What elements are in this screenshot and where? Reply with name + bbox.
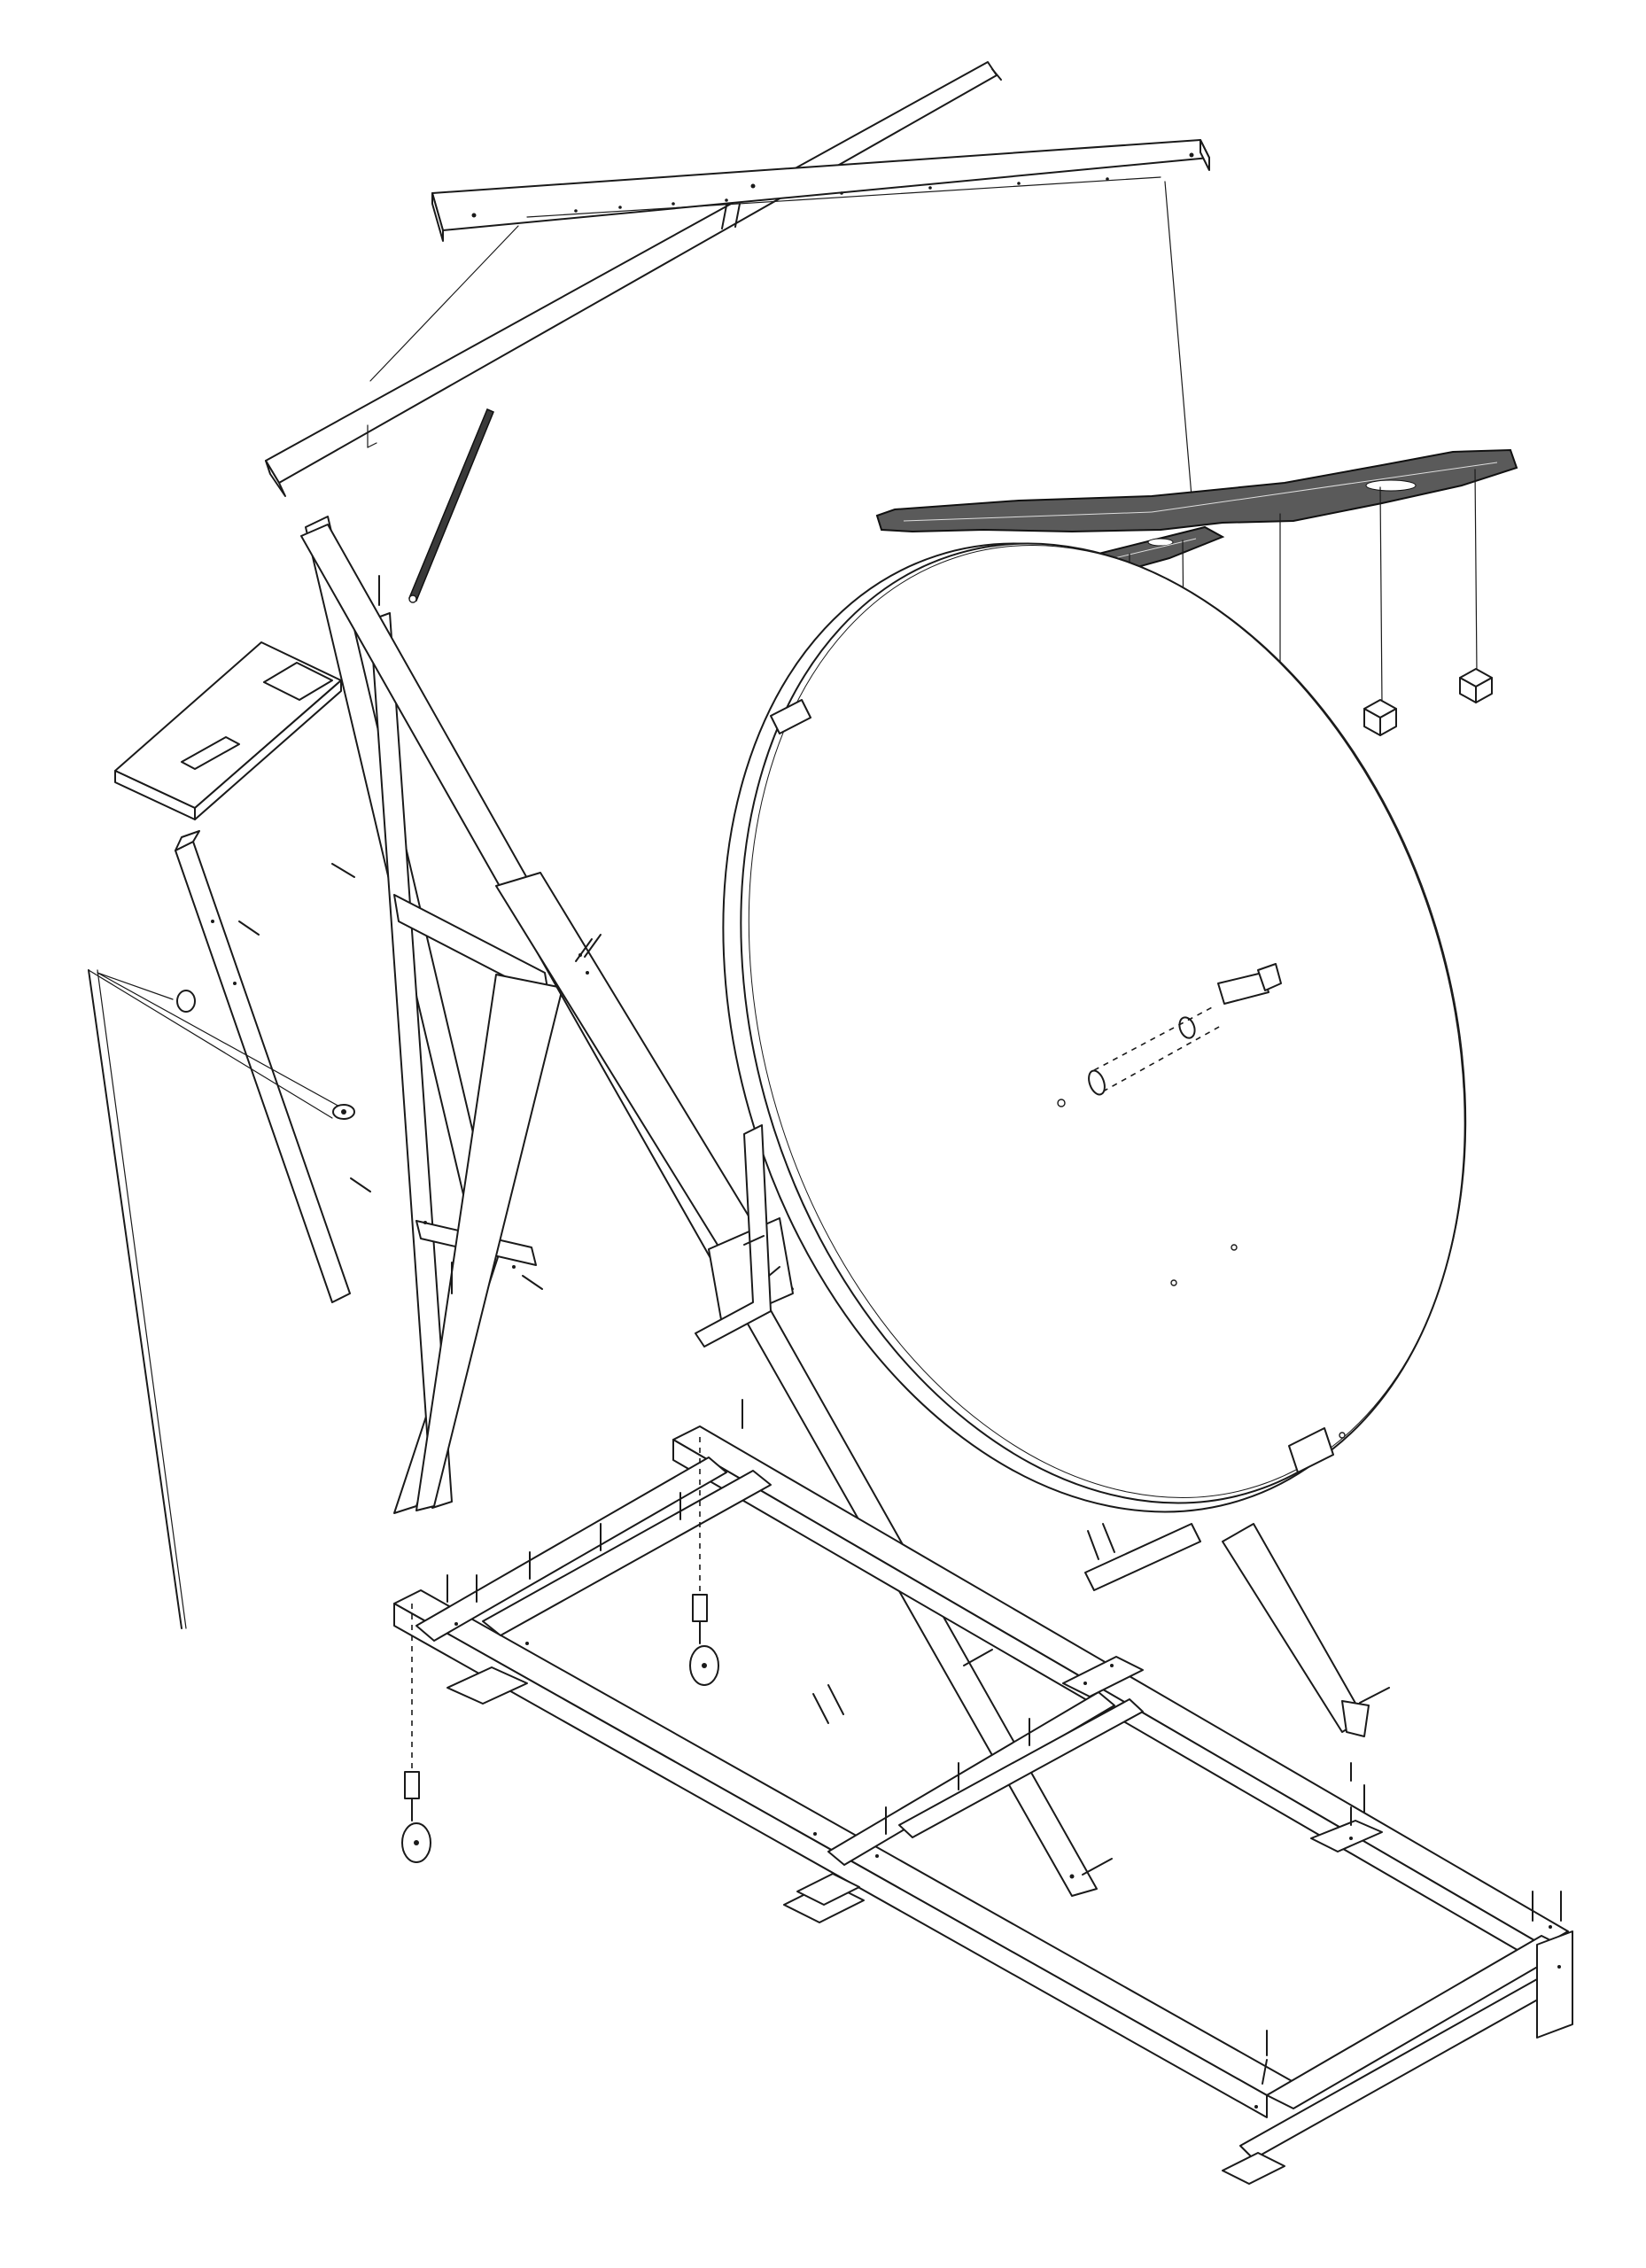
pull-cord xyxy=(88,969,355,1629)
top-rail xyxy=(431,139,1210,242)
round-disc xyxy=(722,542,1467,1513)
screw xyxy=(721,203,741,229)
side-leg xyxy=(175,830,351,1303)
side-leg xyxy=(695,1124,772,1348)
rear-leg-frame xyxy=(305,516,563,1514)
side-leg xyxy=(1341,1700,1370,1737)
threaded-rod xyxy=(408,408,494,603)
base-frame xyxy=(393,1425,1573,2185)
wooden-block xyxy=(1084,1523,1201,1591)
wooden-block xyxy=(114,641,342,820)
hanging-cube xyxy=(1459,668,1493,703)
hanging-cube xyxy=(1363,699,1397,736)
hanging-cord xyxy=(1164,181,1192,497)
axle-bolt xyxy=(1088,963,1282,1096)
caster-wheel xyxy=(689,1437,719,1686)
disc-plate xyxy=(1288,1427,1334,1473)
screw-set xyxy=(238,575,1562,2085)
pull-cord xyxy=(369,225,519,382)
disc-bracket xyxy=(770,699,811,734)
rail-holes xyxy=(471,152,1194,218)
diagonal-brace xyxy=(265,61,1002,497)
caster-wheel xyxy=(401,1604,431,1863)
